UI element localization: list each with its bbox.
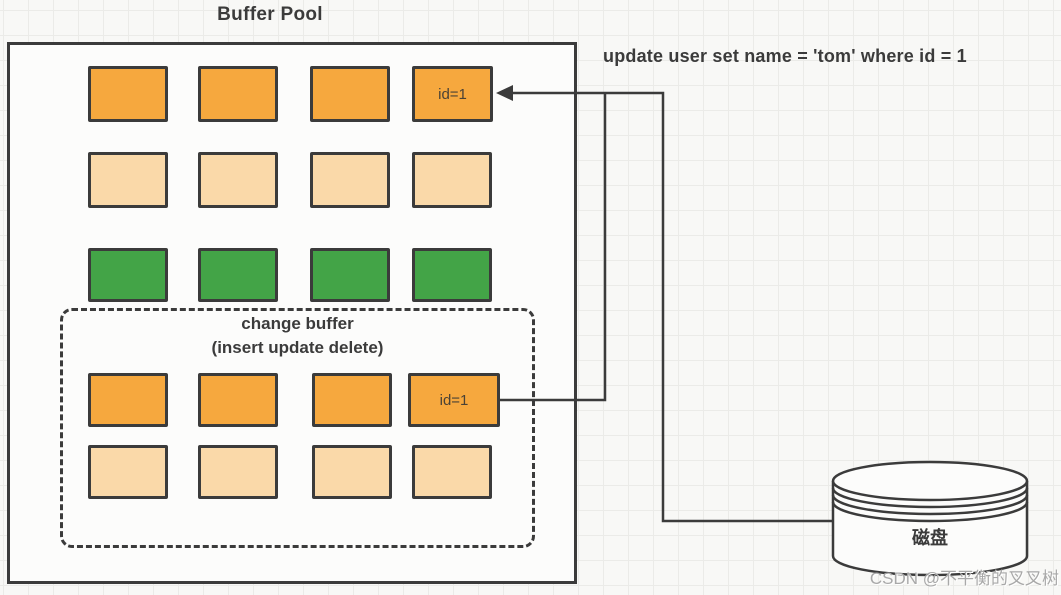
buffer-page-dirty: [198, 66, 278, 122]
buffer-page-free: [88, 248, 168, 302]
change-buffer-page: [88, 373, 168, 427]
change-buffer-page: [88, 445, 168, 499]
buffer-pool-title: Buffer Pool: [217, 4, 323, 25]
change-buffer-subtitle: (insert update delete): [211, 338, 384, 357]
buffer-page-clean: [310, 152, 390, 208]
change-buffer-page: [198, 445, 278, 499]
buffer-page-free: [412, 248, 492, 302]
change-buffer-page: [312, 445, 392, 499]
watermark: CSDN @不平衡的叉叉树: [869, 569, 1059, 588]
buffer-page-dirty: [310, 66, 390, 122]
sql-statement: update user set name = 'tom' where id = …: [603, 46, 967, 66]
page-label: id=1: [439, 391, 469, 409]
change-buffer-page: [312, 373, 392, 427]
change-buffer-title: change buffer: [241, 314, 354, 333]
buffer-page-dirty: [88, 66, 168, 122]
buffer-page-clean: [198, 152, 278, 208]
change-buffer-page: [412, 445, 492, 499]
buffer-page-clean: [412, 152, 492, 208]
buffer-page-free: [198, 248, 278, 302]
disk-label: 磁盘: [912, 528, 948, 548]
page-label: id=1: [438, 85, 467, 103]
disk-cylinder-icon: [831, 460, 1029, 577]
buffer-page-id1: id=1: [412, 66, 493, 122]
buffer-page-clean: [88, 152, 168, 208]
change-buffer-page-id1: id=1: [408, 373, 500, 427]
buffer-page-free: [310, 248, 390, 302]
change-buffer-page: [198, 373, 278, 427]
